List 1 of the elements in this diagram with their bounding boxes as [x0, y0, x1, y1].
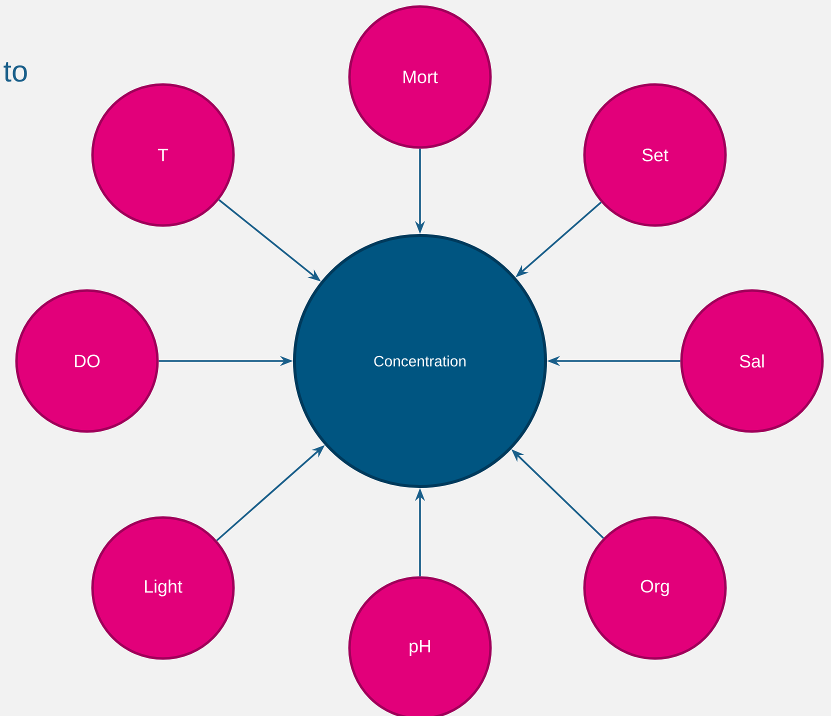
heading-fragment: to	[4, 62, 27, 82]
